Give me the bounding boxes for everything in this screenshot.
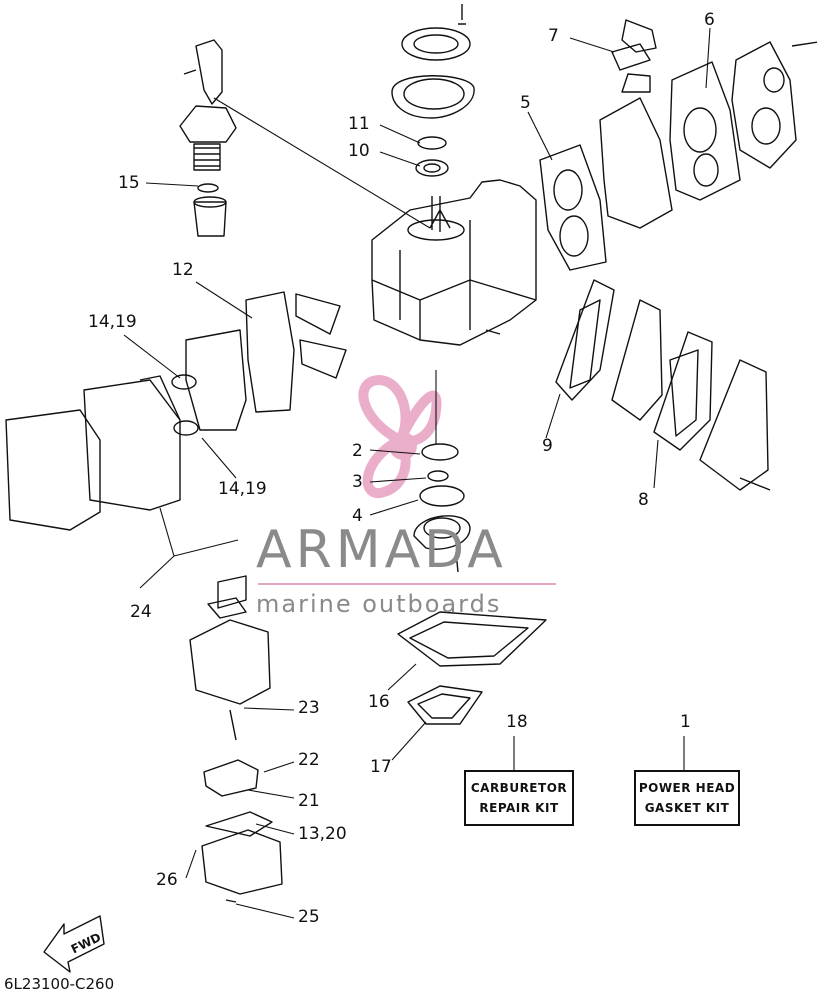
watermark-divider: [258, 583, 556, 585]
callout-24: 24: [130, 602, 152, 622]
callout-12: 12: [172, 260, 194, 280]
callout-10: 10: [348, 141, 370, 161]
carburetor-body: [189, 575, 283, 903]
power-head-kit-line1: POWER HEAD: [638, 781, 736, 795]
carburetor-silencer: [5, 375, 181, 531]
callout-15: 15: [118, 173, 140, 193]
callout-9: 9: [542, 436, 553, 456]
callout-25: 25: [298, 907, 320, 927]
callout-2: 2: [352, 441, 363, 461]
callout-4: 4: [352, 506, 363, 526]
cylinder-head-gasket: [539, 144, 607, 271]
callout-1: 1: [680, 712, 691, 732]
watermark-title: ARMADA: [256, 520, 507, 580]
callout-16: 16: [368, 692, 390, 712]
power-head-kit-line2: GASKET KIT: [644, 801, 730, 815]
carburetor-kit-line2: REPAIR KIT: [479, 801, 559, 815]
cylinder-head: [599, 19, 817, 229]
callout-14-19-top: 14,19: [88, 312, 137, 332]
callout-23: 23: [298, 698, 320, 718]
callout-13-20: 13,20: [298, 824, 347, 844]
callout-18: 18: [506, 712, 528, 732]
fuel-pump: [179, 39, 237, 237]
fwd-arrow-icon: [43, 915, 105, 973]
crankcase-block: [371, 179, 537, 346]
exhaust-covers: [555, 279, 771, 491]
callout-21: 21: [298, 791, 320, 811]
callout-8: 8: [638, 490, 649, 510]
callout-26: 26: [156, 870, 178, 890]
intake-manifold: [171, 291, 347, 436]
carburetor-repair-kit-box: CARBURETOR REPAIR KIT: [464, 770, 574, 826]
callout-22: 22: [298, 750, 320, 770]
gaskets-lower: [397, 611, 547, 725]
callout-3: 3: [352, 472, 363, 492]
lower-seal-housing: [413, 443, 471, 573]
callout-11: 11: [348, 114, 370, 134]
leader-lines: [123, 27, 711, 919]
carburetor-kit-line1: CARBURETOR: [470, 781, 568, 795]
callout-17: 17: [370, 757, 392, 777]
top-seal-housing: [391, 4, 475, 177]
callout-5: 5: [520, 93, 531, 113]
power-head-gasket-kit-box: POWER HEAD GASKET KIT: [634, 770, 740, 826]
callout-7: 7: [548, 26, 559, 46]
diagram-code: 6L23100-C260: [4, 975, 115, 993]
callout-6: 6: [704, 10, 715, 30]
callout-14-19-bottom: 14,19: [218, 479, 267, 499]
armada-logo-icon: [358, 375, 442, 498]
watermark-subtitle: marine outboards: [256, 590, 502, 618]
